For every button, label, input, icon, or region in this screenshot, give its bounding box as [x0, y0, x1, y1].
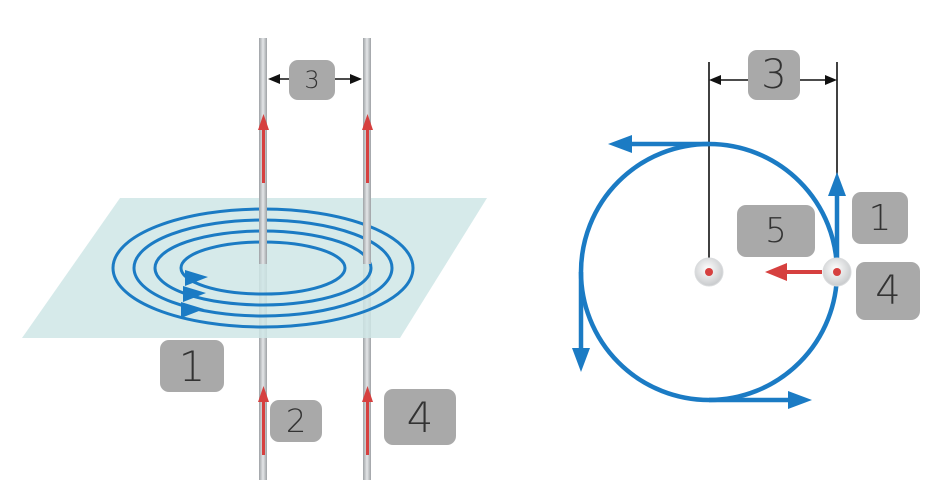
- current-arrow-left-lower-shaft: [262, 400, 265, 455]
- field-arrowhead-1: [185, 270, 208, 286]
- current-arrow-right-lower-head: [362, 386, 373, 402]
- field-arrowhead-2: [183, 286, 206, 302]
- label-separation-right: 3: [748, 50, 800, 100]
- field-arrowheads: [181, 270, 208, 318]
- current-arrow-right-upper-shaft: [366, 128, 369, 183]
- right-diagram: [572, 62, 852, 409]
- wire-dot-right: [822, 257, 852, 287]
- current-arrow-left-upper-shaft: [262, 128, 265, 183]
- wire-left-lower: [259, 262, 267, 480]
- left-diagram: [22, 38, 487, 480]
- label-current: 2: [270, 400, 322, 442]
- label-separation-left: 3: [289, 60, 335, 100]
- current-arrow-left-upper-head: [258, 114, 269, 130]
- label-second-current: 4: [384, 389, 456, 445]
- current-arrow-right-upper-head: [362, 114, 373, 130]
- wire-right-lower: [363, 262, 371, 480]
- current-arrow-left-lower-head: [258, 386, 269, 402]
- force-arrow: [765, 263, 822, 281]
- field-arrowhead-3: [181, 302, 204, 318]
- label-second-wire: 4: [856, 262, 920, 320]
- label-field-lines: 1: [160, 340, 224, 392]
- label-force: 5: [737, 205, 815, 257]
- current-arrows: [258, 114, 373, 455]
- label-field-direction: 1: [852, 192, 908, 244]
- current-arrow-right-lower-shaft: [366, 400, 369, 455]
- separation-dimension-right: [708, 62, 838, 268]
- wire-dot-center: [694, 257, 724, 287]
